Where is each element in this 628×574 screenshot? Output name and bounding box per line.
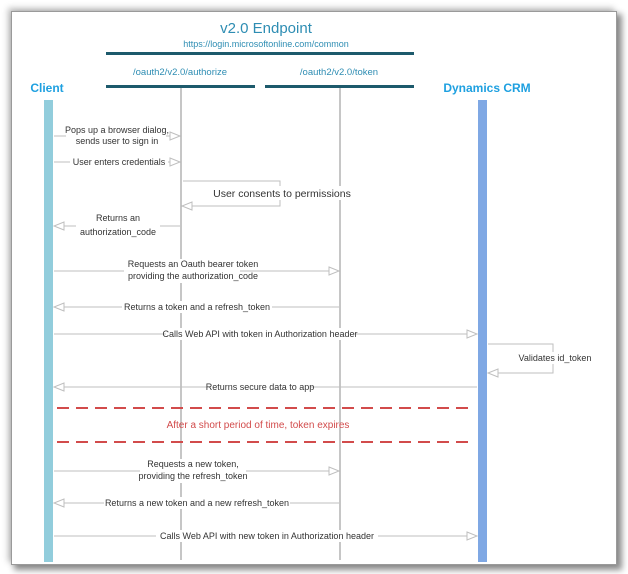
endpoint-bar <box>106 52 414 55</box>
message-requests-new-token: Requests a new token,providing the refre… <box>54 459 339 483</box>
message-label: User enters credentials <box>73 157 166 167</box>
diagram-frame <box>12 12 616 564</box>
message-returns-token-and-refresh: Returns a token and a refresh_token <box>54 301 339 313</box>
message-label: User consents to permissions <box>213 188 351 200</box>
message-label: Pops up a browser dialog,sends user to s… <box>65 125 169 146</box>
expiry-note: After a short period of time, token expi… <box>167 420 350 431</box>
message-label: Returns secure data to app <box>206 382 315 392</box>
message-pops-up-browser: Pops up a browser dialog,sends user to s… <box>54 122 180 148</box>
token-endpoint-label: /oauth2/v2.0/token <box>300 67 378 78</box>
endpoint-title: v2.0 Endpoint <box>220 20 313 37</box>
message-label: Validates id_token <box>519 353 592 363</box>
token-expiry-section: After a short period of time, token expi… <box>57 407 470 443</box>
message-validates-id-token: Validates id_token <box>488 343 596 373</box>
message-user-consents: User consents to permissions <box>182 180 351 206</box>
crm-activation-bar <box>478 100 487 562</box>
message-user-enters-credentials: User enters credentials <box>54 156 180 168</box>
endpoint-url: https://login.microsoftonline.com/common <box>183 39 349 49</box>
message-calls-web-api-new-token: Calls Web API with new token in Authoriz… <box>54 530 477 542</box>
message-calls-web-api: Calls Web API with token in Authorizatio… <box>54 328 477 340</box>
authorize-endpoint-label: /oauth2/v2.0/authorize <box>133 67 227 78</box>
authorize-endpoint-bar <box>106 85 255 88</box>
message-label: Calls Web API with new token in Authoriz… <box>160 531 374 541</box>
token-endpoint-bar <box>265 85 414 88</box>
crm-label: Dynamics CRM <box>443 81 530 95</box>
client-activation-bar <box>44 100 53 562</box>
message-returns-new-token: Returns a new token and a new refresh_to… <box>54 497 339 509</box>
message-label: Requests a new token,providing the refre… <box>138 459 247 481</box>
message-label: Returns a new token and a new refresh_to… <box>105 498 289 508</box>
messages: Pops up a browser dialog,sends user to s… <box>54 122 596 542</box>
message-label: Returns a token and a refresh_token <box>124 302 270 312</box>
client-label: Client <box>30 81 63 95</box>
message-returns-secure-data: Returns secure data to app <box>54 381 477 393</box>
message-label: Calls Web API with token in Authorizatio… <box>163 329 358 339</box>
